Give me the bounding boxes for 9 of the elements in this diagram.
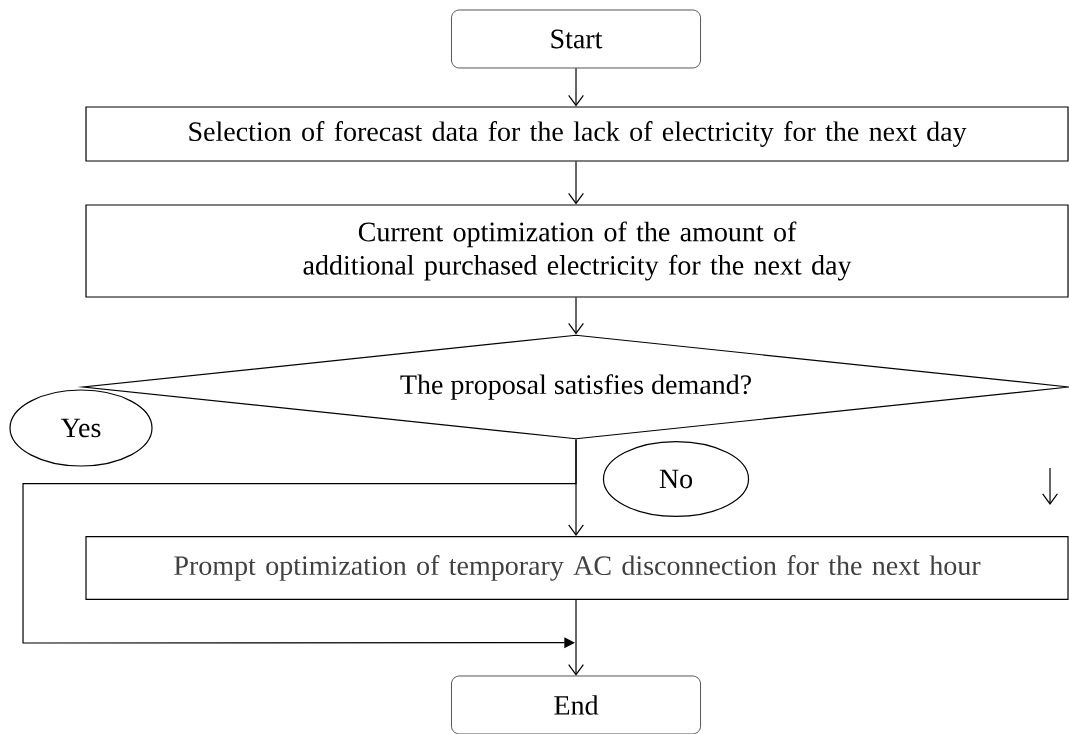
process-box: Selection of forecast data for the lack of electricity for the next day — [85, 106, 1069, 162]
process-box: Prompt optimization of temporary AC disconnection for the next hour — [85, 535, 1069, 601]
terminal-box: End — [451, 675, 701, 734]
arrow — [568, 67, 584, 107]
terminal-box: Start — [451, 9, 701, 69]
process-box: Current optimization of the amount of additional purchased electricity for the next day — [85, 204, 1069, 298]
arrow — [568, 599, 584, 676]
arrow — [568, 161, 584, 205]
arrow — [568, 297, 584, 335]
